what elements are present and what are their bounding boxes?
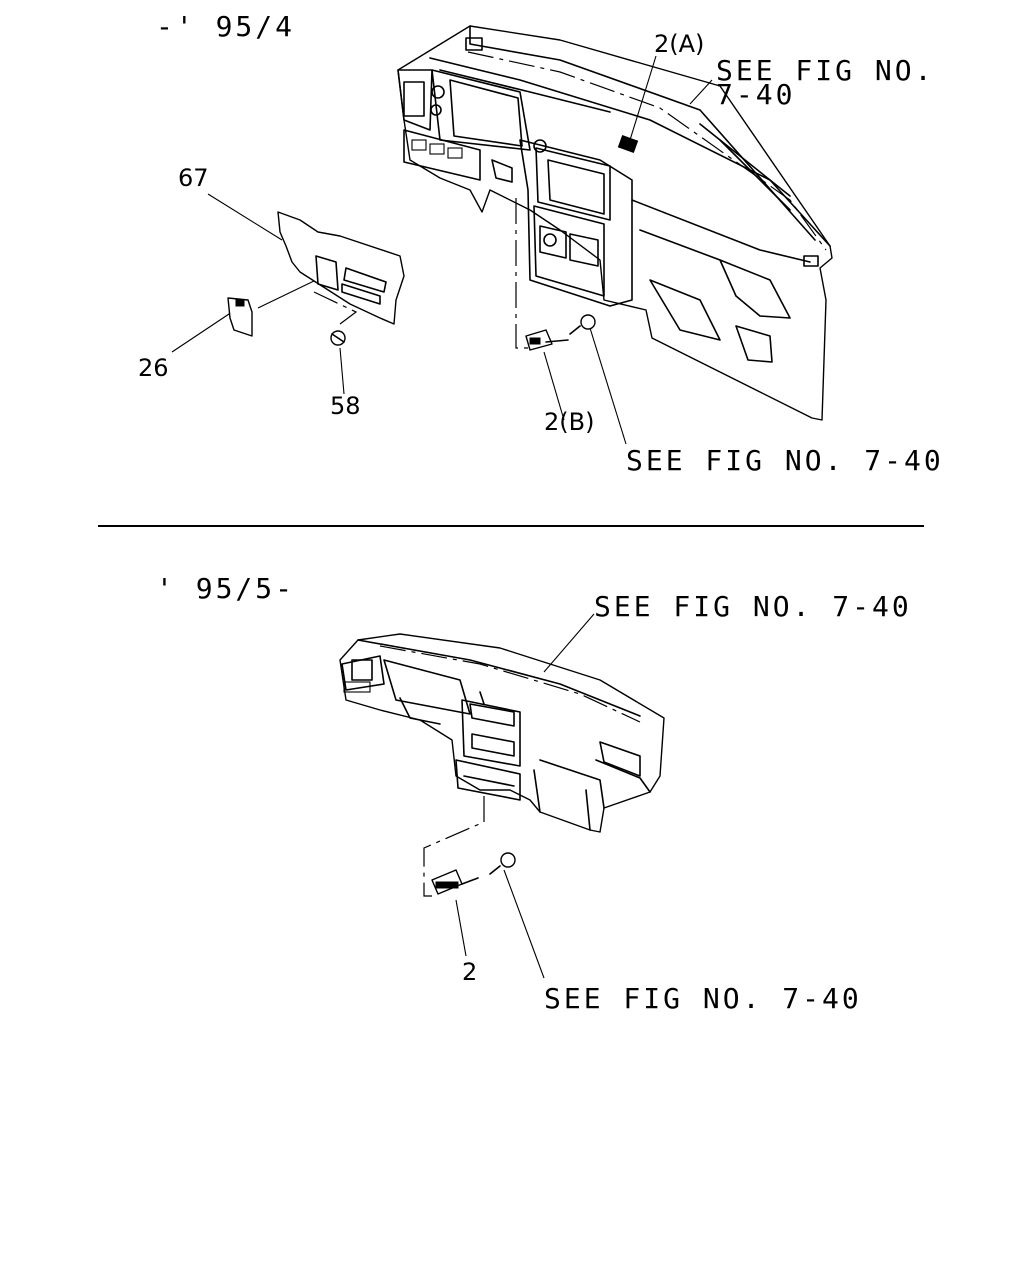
part-2b-bracket (525, 314, 596, 351)
lower-leaders (423, 613, 595, 979)
upper-ref-top-line1: SEE FIG NO. (716, 54, 934, 87)
upper-dashboard (397, 25, 833, 421)
upper-leaders (171, 55, 713, 445)
callout-2b: 2(B) (544, 408, 594, 436)
lower-ref-top: SEE FIG NO. 7-40 (594, 590, 912, 623)
lower-period-label: ' 95/5- (156, 572, 295, 605)
part-67-panel (277, 211, 405, 325)
lower-ref-bottom: SEE FIG NO. 7-40 (544, 982, 862, 1015)
callout-58: 58 (330, 392, 361, 420)
callout-67: 67 (178, 164, 209, 192)
callout-2: 2 (462, 958, 477, 986)
upper-period-label: -' 95/4 (156, 10, 295, 43)
part-26-clip (227, 297, 253, 337)
upper-ref-bottom: SEE FIG NO. 7-40 (626, 444, 944, 477)
callout-2a: 2(A) (654, 30, 704, 58)
lower-dashboard (339, 633, 665, 833)
callout-26: 26 (138, 354, 169, 382)
part-58-screw (330, 330, 346, 346)
upper-section: -' 95/4 (138, 10, 944, 477)
lower-section: ' 95/5- (156, 572, 912, 1015)
part-2-bracket (431, 852, 516, 895)
upper-ref-top-line2: 7-40 (716, 78, 795, 111)
